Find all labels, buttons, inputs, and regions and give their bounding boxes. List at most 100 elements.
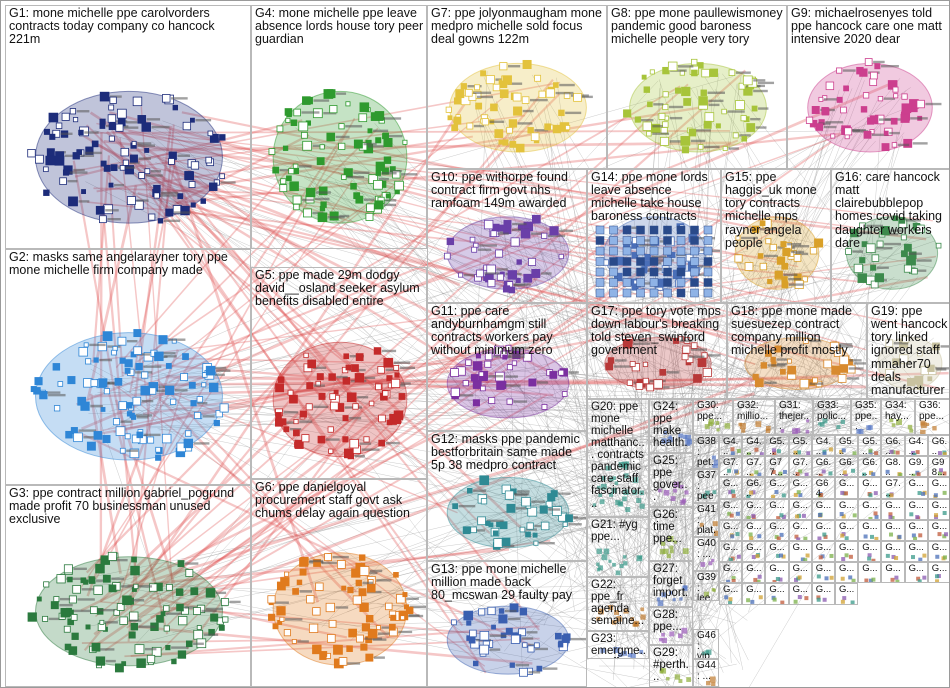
node-avatar: [818, 422, 822, 426]
node-avatar: [182, 353, 189, 360]
node-avatar: [113, 609, 120, 616]
cluster-nodes: [842, 468, 856, 477]
node-avatar: [751, 490, 756, 495]
node-avatar: [595, 246, 605, 256]
group-g15: G15: ppe haggis_uk mone tory contracts m…: [721, 169, 831, 303]
node-avatar: [823, 534, 828, 539]
node-avatar: [180, 205, 190, 216]
edge: [635, 475, 735, 591]
node-avatar: [43, 581, 50, 588]
group-g32: G32: millio...: [733, 399, 775, 435]
node-avatar: [643, 86, 651, 93]
node-label: [788, 283, 804, 286]
node-avatar: [609, 278, 618, 287]
edge: [609, 447, 731, 475]
edge: [536, 222, 909, 419]
node-label: [98, 608, 115, 612]
node-avatar: [860, 106, 868, 113]
node-avatar: [338, 123, 345, 130]
node-avatar: [70, 614, 78, 621]
cluster-nodes: [701, 490, 717, 499]
node-avatar: [871, 472, 876, 477]
node-label: [177, 154, 190, 157]
node-avatar: [293, 429, 300, 437]
group-mini: G6...: [811, 456, 835, 478]
edge: [497, 280, 692, 528]
node-label: [385, 368, 400, 372]
node-avatar: [760, 362, 768, 369]
node-avatar: [301, 131, 308, 139]
node-avatar: [712, 490, 717, 495]
group-mini: G...: [835, 562, 859, 584]
edge: [321, 267, 656, 628]
edge: [615, 390, 765, 553]
edge: [695, 491, 708, 687]
edge: [686, 507, 747, 639]
node-avatar: [120, 147, 129, 157]
edge: [683, 276, 850, 667]
node-avatar: [942, 452, 947, 456]
group-mini: G...: [835, 583, 859, 605]
node-avatar: [862, 472, 867, 477]
node-avatar: [843, 473, 848, 477]
node-avatar: [751, 513, 756, 518]
node-avatar: [892, 86, 899, 93]
node-avatar: [276, 125, 284, 133]
cluster-nodes: [659, 668, 692, 683]
edge-red: [148, 192, 464, 627]
group-mini: G...: [788, 519, 812, 541]
node-avatar: [605, 362, 614, 371]
group-g7: G7: ppe jolyonmaugham mone medpro michel…: [427, 5, 607, 169]
node-avatar: [611, 487, 617, 494]
group-mini: G...: [904, 562, 928, 584]
node-avatar: [124, 433, 131, 440]
node-avatar: [290, 119, 298, 126]
node-avatar: [701, 493, 707, 499]
edge: [584, 497, 682, 596]
node-avatar: [690, 278, 699, 287]
node-avatar: [116, 108, 127, 119]
node-avatar: [165, 363, 172, 369]
node-avatar: [765, 238, 772, 245]
edge: [757, 330, 923, 449]
node-avatar: [746, 598, 751, 603]
node-avatar: [327, 426, 334, 433]
node-avatar: [708, 418, 715, 425]
group-mini: G5...: [858, 435, 882, 457]
node-avatar: [338, 142, 346, 150]
node-avatar: [119, 447, 126, 454]
cluster-nodes: [595, 216, 720, 298]
node-avatar: [799, 378, 810, 389]
edge: [504, 355, 670, 687]
node-avatar: [915, 576, 920, 581]
node-avatar: [485, 75, 495, 85]
node-avatar: [658, 488, 662, 493]
node-avatar: [639, 490, 645, 496]
edge: [635, 403, 691, 563]
node-avatar: [916, 384, 923, 390]
node-label: [48, 617, 65, 621]
node-avatar: [466, 620, 472, 626]
cluster-nodes: [910, 450, 920, 456]
node-label: [66, 577, 83, 580]
cluster-nodes: [772, 448, 782, 456]
node-label: [852, 130, 869, 133]
cluster-nodes: [711, 455, 718, 468]
edge: [687, 339, 914, 495]
node-avatar: [396, 593, 406, 604]
node-label: [558, 492, 571, 495]
group-g40: G40: ...: [693, 537, 719, 571]
node-avatar: [622, 257, 632, 266]
node-avatar: [631, 283, 639, 291]
node-avatar: [600, 483, 607, 490]
edge: [526, 100, 686, 530]
group-g6: G6: ppe danielgoyal procurement staff go…: [251, 479, 427, 687]
node-label: [787, 242, 802, 246]
group-mini: G...: [835, 519, 859, 541]
node-avatar: [658, 637, 663, 642]
edge: [668, 451, 887, 523]
node-avatar: [205, 365, 216, 376]
group-mini: G7...: [881, 477, 905, 499]
node-label: [377, 632, 390, 635]
cluster-nodes: [840, 531, 849, 540]
